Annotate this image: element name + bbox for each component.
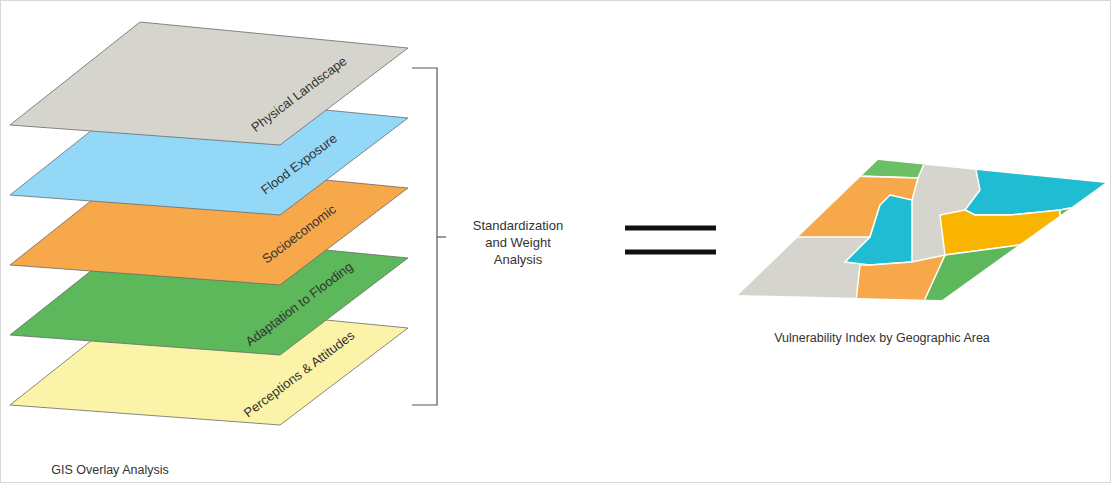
map-layer: Physical Landscape [10, 22, 410, 147]
map-region [700, 140, 1111, 320]
label-text: Standardization and Weight Analysis [473, 218, 563, 267]
bracket-line [412, 68, 437, 405]
result-caption: Vulnerability Index by Geographic Area [742, 330, 1022, 346]
vulnerability-map [700, 140, 1111, 320]
map-region [925, 150, 1010, 165]
equals-bar [625, 250, 716, 255]
panel-caption: GIS Overlay Analysis [10, 462, 210, 478]
label-text: Vulnerability Index by Geographic Area [774, 331, 990, 345]
map-region [855, 255, 945, 310]
bracket [412, 68, 446, 405]
layer-outline [10, 302, 408, 425]
map-region [965, 165, 1110, 215]
map-region [920, 200, 1111, 320]
equals-bar [625, 226, 716, 231]
label-text: GIS Overlay Analysis [51, 463, 168, 477]
layer-shape [10, 22, 410, 147]
equals-sign [625, 228, 716, 252]
map-region [845, 195, 912, 265]
bracket-tick [437, 236, 446, 237]
map-region [860, 150, 930, 178]
process-label: Standardization and Weight Analysis [462, 218, 574, 269]
